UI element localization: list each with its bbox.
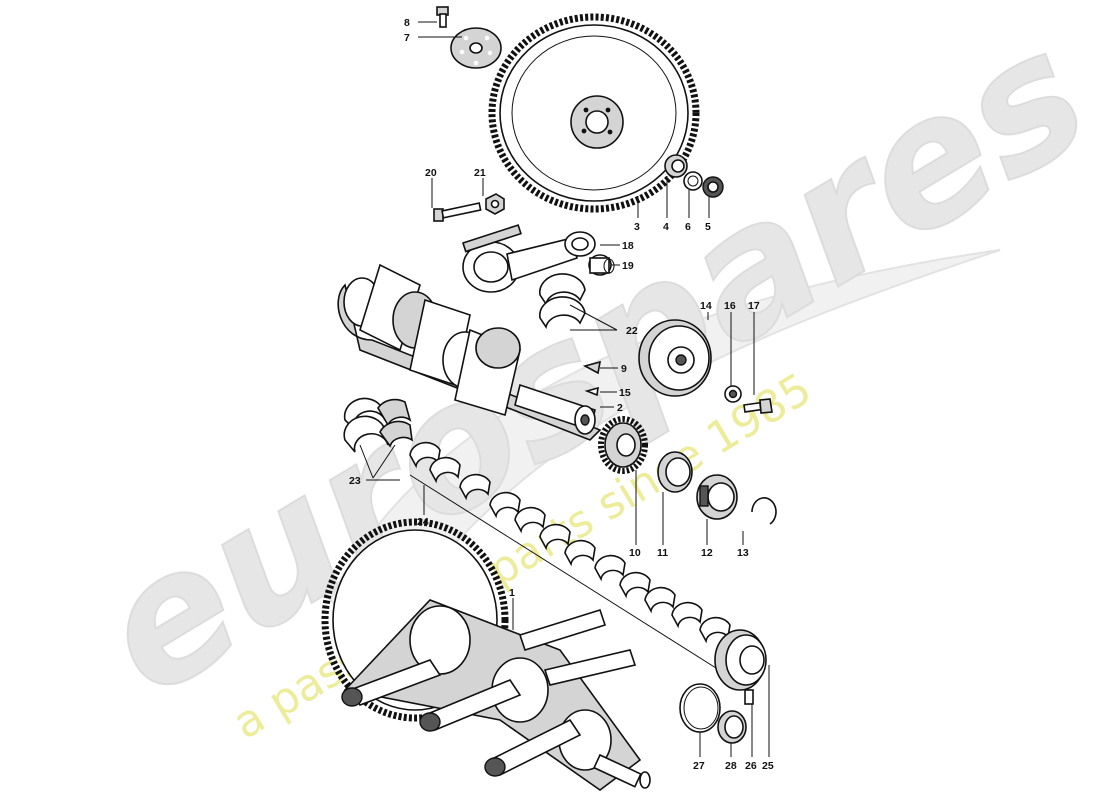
callout-14: 14 (700, 300, 712, 312)
callout-25: 25 (762, 760, 774, 772)
key-9 (582, 360, 602, 375)
circlip-13 (751, 497, 777, 525)
callout-28: 28 (725, 760, 737, 772)
crankshaft (337, 263, 602, 441)
callout-22: 22 (626, 325, 638, 337)
pin-26 (744, 689, 754, 705)
bearing-shells-22 (539, 273, 586, 330)
callout-15: 15 (619, 387, 631, 399)
plate-7 (450, 27, 502, 69)
callout-6: 6 (685, 221, 691, 233)
callout-8: 8 (404, 17, 410, 29)
callout-12: 12 (701, 547, 713, 559)
conrod-bolt-20 (433, 202, 482, 222)
pulley-14 (638, 319, 712, 397)
main-bearing-shells-23 (343, 397, 414, 453)
callout-19: 19 (622, 260, 634, 272)
ring-6 (683, 171, 703, 191)
callout-11: 11 (657, 547, 668, 559)
callout-21: 21 (474, 167, 486, 179)
bearing-4 (664, 154, 688, 178)
callout-4: 4 (663, 221, 669, 233)
bolt-8 (436, 6, 449, 28)
callout-20: 20 (425, 167, 437, 179)
connecting-rod-18 (461, 224, 596, 293)
bush-5 (702, 176, 724, 198)
callout-5: 5 (705, 221, 711, 233)
callout-labels: 8 7 3 4 6 5 20 21 18 19 22 14 16 17 9 15… (349, 17, 774, 772)
callout-9: 9 (621, 363, 627, 375)
callout-10: 10 (629, 547, 641, 559)
callout-3: 3 (634, 221, 640, 233)
nut-21 (485, 193, 505, 215)
washer-16 (724, 385, 742, 403)
callout-1: 1 (509, 587, 515, 599)
bearing-shell-row-24 (409, 441, 736, 681)
callout-17: 17 (748, 300, 760, 312)
callout-7: 7 (404, 32, 410, 44)
timing-gear-10 (598, 416, 648, 474)
seal-28 (717, 710, 747, 744)
crankshaft-assembly-1 (321, 518, 651, 791)
callout-24: 24 (417, 516, 429, 528)
callout-27: 27 (693, 760, 705, 772)
collar-12 (696, 474, 738, 520)
callout-16: 16 (724, 300, 736, 312)
ring-27 (679, 683, 721, 733)
callout-18: 18 (622, 240, 634, 252)
callout-13: 13 (737, 547, 749, 559)
leader-lines (359, 21, 770, 757)
small-end-bush-19 (588, 254, 615, 276)
key-15 (584, 386, 599, 397)
callout-23: 23 (349, 475, 361, 487)
callout-2: 2 (617, 402, 623, 414)
seal-housing-25 (714, 629, 767, 691)
flywheel-3 (488, 13, 700, 213)
callout-26: 26 (745, 760, 757, 772)
ring-11 (657, 451, 693, 493)
bolt-17 (743, 398, 773, 414)
